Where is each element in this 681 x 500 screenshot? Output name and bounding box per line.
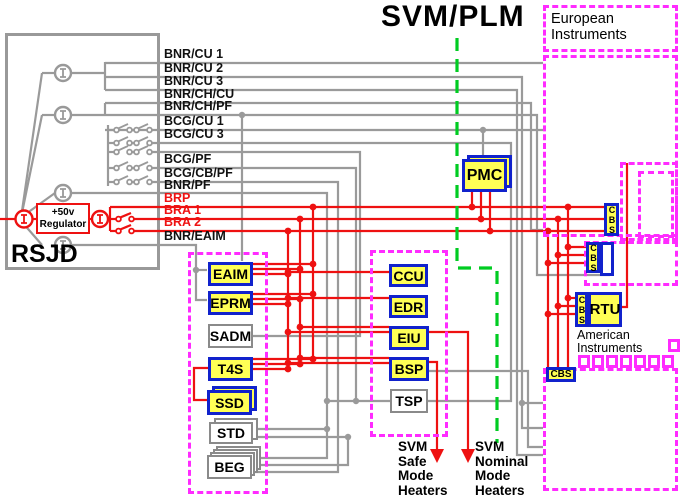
std-box: STD	[209, 422, 253, 444]
pmc-box: PMC	[462, 159, 507, 192]
cbs-box-1: CBS	[604, 203, 619, 236]
red-switch-contacts	[115, 215, 135, 235]
bus-label-bra-2: BRA 2	[164, 215, 202, 229]
american-instrument-slot	[668, 339, 680, 352]
european-label-line1: European	[551, 11, 614, 27]
rtu-box: RTU	[588, 292, 622, 327]
ssd-box: SSD	[207, 390, 252, 415]
regulator-line2: Regulator	[39, 218, 87, 230]
beg-box: BEG	[207, 455, 252, 479]
american-instrument-slot	[648, 355, 660, 368]
american-instruments-label: American Instruments	[577, 329, 642, 355]
american-instruments-group-outline	[543, 368, 678, 491]
safe-heater-line4: Heaters	[398, 482, 448, 498]
american-instrument-slot	[578, 355, 590, 368]
middle-module-group-outline	[370, 250, 448, 437]
eiu-box: EIU	[389, 326, 429, 350]
bus-label-bcg-cu-1: BCG/CU 1	[164, 114, 224, 128]
nominal-heater-line4: Heaters	[475, 482, 525, 498]
american-instrument-slot	[634, 355, 646, 368]
european-inner-box-b	[638, 171, 674, 238]
bus-label-bnr-cu-3: BNR/CU 3	[164, 74, 224, 88]
european-inner-box-c	[584, 241, 678, 286]
nominal-heater-line2: Nominal	[475, 453, 529, 469]
current-sensor-icons	[53, 63, 73, 255]
american-instrument-slot	[606, 355, 618, 368]
american-instrument-slot	[662, 355, 674, 368]
t4s-box: T4S	[208, 357, 253, 381]
gray-relay-switches	[113, 123, 153, 186]
bus-label-bcg-cb-pf: BCG/CB/PF	[164, 166, 233, 180]
safe-heater-line1: SVM	[398, 439, 428, 454]
american-instrument-slot	[620, 355, 632, 368]
safe-heater-line2: Safe	[398, 453, 427, 469]
bus-label-bnr-ch-cu: BNR/CH/CU	[164, 87, 235, 101]
svm-plm-partition-line	[455, 38, 499, 443]
european-instruments-label-box	[543, 5, 678, 52]
regulator-line1: +50v	[51, 207, 75, 218]
ccu-box: CCU	[389, 264, 428, 287]
american-label-line2: Instruments	[577, 341, 643, 355]
red-current-sensor-icons	[14, 209, 110, 229]
sadm-box: SADM	[208, 324, 253, 348]
nominal-heater-line3: Mode	[475, 468, 511, 483]
nominal-heater-line1: SVM	[475, 439, 505, 454]
gray-wires	[20, 61, 610, 474]
heater-arrowheads	[430, 449, 475, 463]
european-instruments-label: European Instruments	[551, 11, 627, 43]
eaim-box: EAIM	[208, 262, 253, 286]
european-label-line2: Instruments	[551, 27, 627, 43]
svm-nominal-mode-heaters-label: SVM Nominal Mode Heaters	[475, 439, 529, 498]
cbs-box-2: CBS	[586, 242, 600, 273]
american-instrument-slot	[592, 355, 604, 368]
bus-label-bnr-cu-1: BNR/CU 1	[164, 47, 224, 61]
bus-label-bra-1: BRA 1	[164, 203, 202, 217]
cbs-box-3: CBS	[575, 292, 588, 327]
bus-label-brp: BRP	[164, 191, 191, 205]
american-label-line1: American	[577, 328, 630, 342]
gray-junction-dots	[192, 111, 526, 441]
bus-label-bnr-eaim: BNR/EAIM	[164, 229, 226, 243]
left-module-group-outline	[188, 252, 268, 494]
tsp-box: TSP	[390, 389, 428, 413]
svm-safe-mode-heaters-label: SVM Safe Mode Heaters	[398, 439, 448, 498]
rsjd-label: RSJD	[11, 240, 78, 268]
bus-label-bnr-ch-pf: BNR/CH/PF	[164, 99, 233, 113]
regulator-box: +50v Regulator	[36, 203, 90, 234]
eprm-box: EPRM	[208, 291, 253, 315]
safe-heater-line3: Mode	[398, 468, 434, 483]
page-title: SVM/PLM	[381, 0, 525, 33]
bsp-box: BSP	[389, 357, 429, 381]
bus-label-bcg-pf: BCG/PF	[164, 152, 212, 166]
cbs2-unit-box	[600, 242, 614, 276]
bus-label-bcg-cu-3: BCG/CU 3	[164, 127, 224, 141]
red-junction-dots	[284, 203, 572, 373]
edr-box: EDR	[389, 295, 428, 318]
cbs-box-4: CBS	[546, 367, 576, 382]
bus-label-bnr-cu-2: BNR/CU 2	[164, 61, 224, 75]
european-inner-box-a	[620, 162, 678, 241]
bus-label-bnr-pf: BNR/PF	[164, 178, 211, 192]
